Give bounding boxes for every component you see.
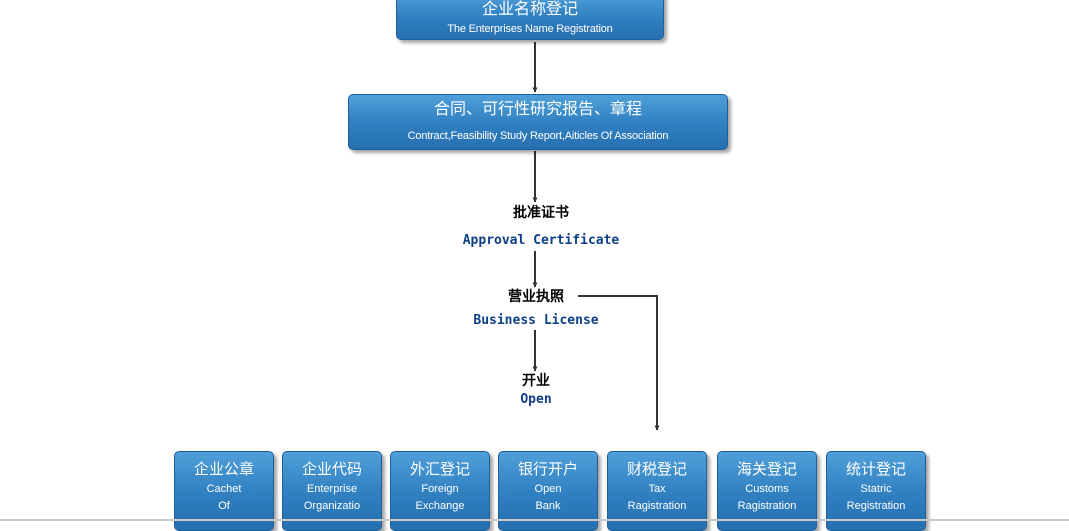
department-box-open-bank: 银行开户 Open Bank xyxy=(498,451,598,531)
department-zh: 海关登记 xyxy=(736,460,797,478)
department-zh: 企业公章 xyxy=(193,460,254,478)
department-box-cachet: 企业公章 Cachet Of xyxy=(174,451,274,531)
department-zh: 统计登记 xyxy=(845,460,906,478)
approval-zh: 批准证书 xyxy=(513,205,569,221)
department-zh: 银行开户 xyxy=(517,460,578,478)
department-en: Cachet Of xyxy=(206,483,242,512)
open-step: 开业 Open xyxy=(486,373,586,408)
department-en: Statric Registration xyxy=(846,483,906,512)
contract-zh: 合同、可行性研究报告、章程 xyxy=(433,99,642,118)
name-registration-en: The Enterprises Name Registration xyxy=(447,23,613,35)
department-box-statistics: 统计登记 Statric Registration xyxy=(826,451,926,531)
bottom-divider xyxy=(0,519,1069,521)
department-box-customs: 海关登记 Customs Ragistration xyxy=(717,451,817,531)
license-en: Business License xyxy=(473,313,599,328)
contract-en: Contract,Feasibility Study Report,Aiticl… xyxy=(407,130,669,142)
open-en: Open xyxy=(520,392,552,407)
department-zh: 财税登记 xyxy=(626,460,687,478)
department-zh: 企业代码 xyxy=(301,460,362,478)
business-license-step: 营业执照 Business License xyxy=(436,289,636,329)
department-box-enterprise-code: 企业代码 Enterprise Organizatio xyxy=(282,451,382,531)
department-zh: 外汇登记 xyxy=(409,460,470,478)
department-en: Customs Ragistration xyxy=(737,483,797,512)
contract-box: 合同、可行性研究报告、章程 Contract,Feasibility Study… xyxy=(348,94,728,150)
department-en: Foreign Exchange xyxy=(415,483,465,512)
department-box-foreign-exchange: 外汇登记 Foreign Exchange xyxy=(390,451,490,531)
approval-certificate-step: 批准证书 Approval Certificate xyxy=(436,205,646,249)
department-en: Tax Ragistration xyxy=(627,483,687,512)
approval-en: Approval Certificate xyxy=(462,233,620,248)
open-zh: 开业 xyxy=(522,373,550,389)
name-registration-box: 企业名称登记 The Enterprises Name Registration xyxy=(396,0,664,40)
arrow-license-to-departments xyxy=(578,295,660,431)
license-zh: 营业执照 xyxy=(508,289,564,305)
department-en: Open Bank xyxy=(534,483,562,512)
name-registration-zh: 企业名称登记 xyxy=(481,0,578,18)
department-en: Enterprise Organizatio xyxy=(303,483,361,512)
